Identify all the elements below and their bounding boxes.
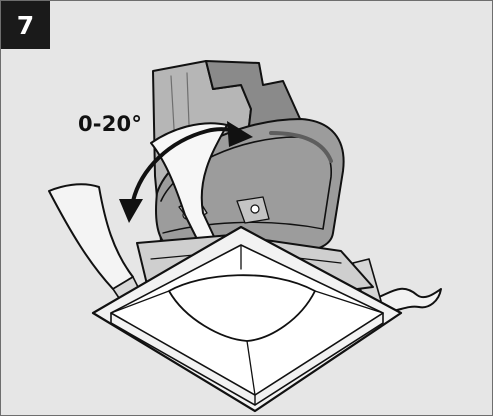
rotation-arrow-icon: [119, 121, 253, 223]
lens-diffuser: [168, 274, 316, 342]
left-spring-clip: [48, 183, 134, 290]
right-spring-clip: [378, 287, 442, 313]
center-spring-clip: [150, 122, 228, 252]
tilt-angle-label: 0-20°: [78, 112, 143, 136]
step-number-badge: 7: [1, 1, 50, 49]
